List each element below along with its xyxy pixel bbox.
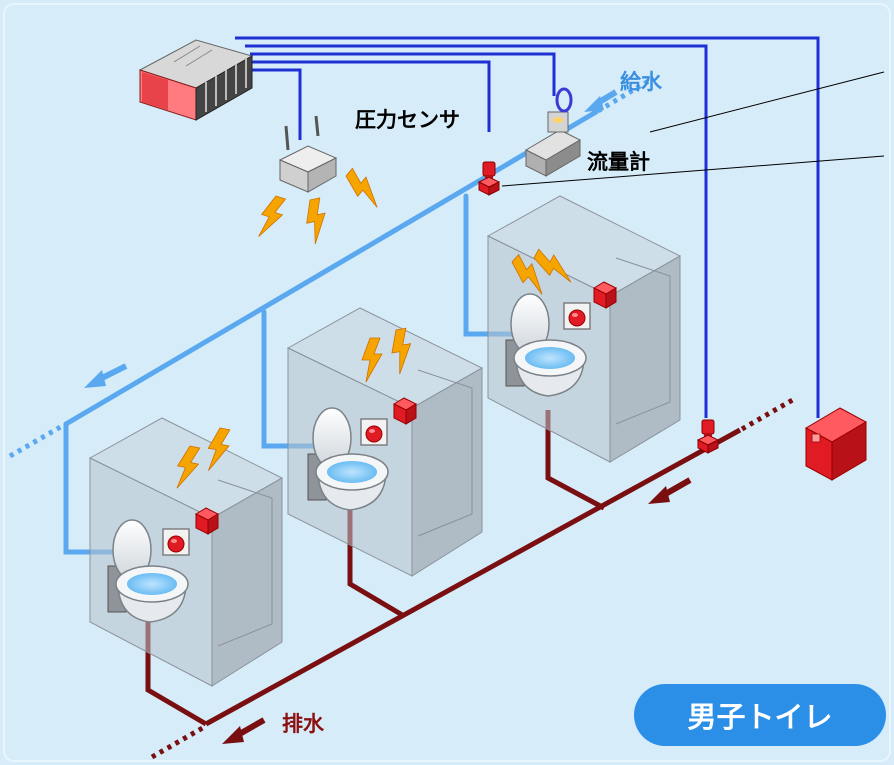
drainage-label: 排水 bbox=[282, 712, 324, 736]
toilet-booth-3 bbox=[486, 195, 682, 463]
flush-button-icon bbox=[162, 528, 190, 556]
drain-flow-arrow-icon bbox=[648, 477, 692, 504]
callout-lines bbox=[501, 71, 885, 187]
toilet-booth-2 bbox=[286, 307, 484, 577]
flush-button-icon bbox=[360, 418, 388, 446]
wireless-sensor-icon bbox=[195, 507, 219, 535]
flush-button-icon bbox=[563, 302, 591, 330]
signal-wires bbox=[235, 36, 820, 418]
mens-restroom-title-badge: 男子トイレ bbox=[634, 684, 886, 746]
panel-border bbox=[3, 3, 891, 762]
wireless-sensor-icon bbox=[393, 397, 417, 425]
drain-pipe-dotted-ends bbox=[150, 395, 798, 760]
wireless-access-point-icon bbox=[254, 115, 388, 246]
toilet-booth-1 bbox=[88, 417, 284, 687]
control-box-icon bbox=[804, 407, 868, 481]
wireless-sensor-icon bbox=[593, 281, 617, 309]
plc-controller-icon bbox=[138, 39, 254, 121]
water-supply-label: 給水 bbox=[620, 70, 662, 94]
supply-flow-arrow-icon bbox=[84, 363, 128, 388]
pressure-sensor-label: 圧力センサ bbox=[355, 108, 460, 132]
drain-flow-arrow-icon bbox=[222, 717, 266, 744]
supply-pipe-dotted-ends bbox=[8, 76, 654, 459]
flow-meter-label: 流量計 bbox=[587, 150, 650, 174]
flow-meter-icon bbox=[524, 87, 582, 177]
supply-inflow-arrow-icon bbox=[584, 89, 618, 112]
